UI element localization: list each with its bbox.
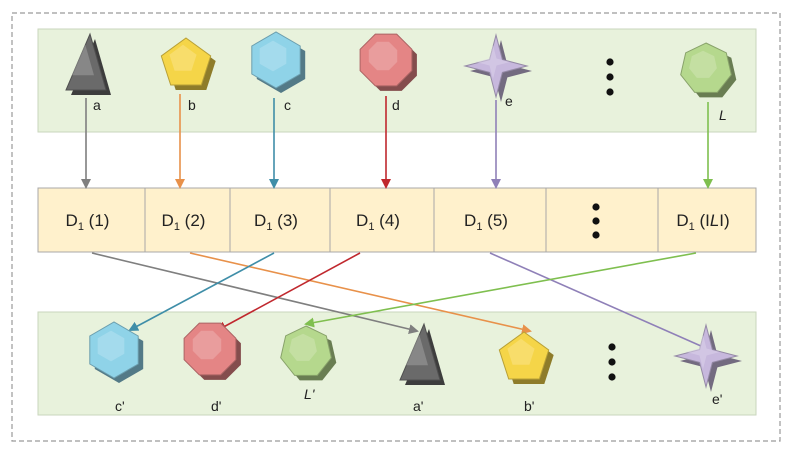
- pentagon-shape-prime-b: [498, 331, 554, 384]
- top-label-d: d: [392, 97, 400, 113]
- array-cell-label: D1 (1): [66, 211, 110, 233]
- cell-prefix: D: [464, 211, 476, 230]
- cell-prefix: D: [66, 211, 78, 230]
- array-cell-label: D1 (ILI): [676, 211, 729, 233]
- heptagon-shape-prime-l: [280, 325, 337, 381]
- array-cell-1: D1 (1): [37, 187, 146, 253]
- array-cell-6: [545, 187, 659, 253]
- cell-arg: (3): [272, 211, 298, 230]
- bottom-label-a: a': [413, 398, 423, 414]
- pentagon-shape-b: [160, 37, 216, 90]
- cell-arg: (5): [482, 211, 508, 230]
- array-cell-label: D1 (5): [464, 211, 508, 233]
- bottom-shapes: c' d' L' a' b' e': [89, 321, 742, 414]
- array-cell-2: D1 (2): [144, 187, 231, 253]
- bottom-label-c: c': [115, 398, 125, 414]
- cell-subscript: 1: [476, 221, 482, 233]
- star4-shape-prime-e: [673, 323, 742, 392]
- bottom-label-e: e': [712, 391, 722, 407]
- array-cell-label: D1 (2): [162, 211, 206, 233]
- array-cell-label: D1 (4): [356, 211, 400, 233]
- top-label-b: b: [188, 97, 196, 113]
- triangle-shape-a: [65, 32, 111, 95]
- cell-subscript: 1: [689, 221, 695, 233]
- cell-arg-pre: (I: [695, 211, 710, 230]
- arrow-L-out: [304, 252, 697, 328]
- bottom-label-d: d': [211, 398, 221, 414]
- bottom-panel: [37, 311, 757, 416]
- outer-dashed-border: [11, 12, 781, 442]
- bottom-label-b: b': [524, 398, 534, 414]
- cell-arg: (4): [374, 211, 400, 230]
- array-cell-3: D1 (3): [229, 187, 331, 253]
- cell-prefix: D: [254, 211, 266, 230]
- cell-arg: (1): [84, 211, 110, 230]
- cell-subscript: 1: [174, 221, 180, 233]
- top-label-c: c: [284, 97, 291, 113]
- arrow-a-out: [91, 252, 419, 334]
- arrow-c-out: [128, 252, 275, 331]
- triangle-shape-prime-a: [399, 322, 445, 385]
- hexagon-shape-c: [251, 31, 306, 93]
- octagon-shape-prime-d: [183, 322, 241, 380]
- cell-prefix: D: [676, 211, 688, 230]
- arrows: [81, 94, 713, 352]
- cell-arg: (2): [180, 211, 206, 230]
- top-label-a: a: [93, 97, 101, 113]
- octagon-shape-d: [359, 33, 417, 91]
- heptagon-shape-l: [680, 42, 737, 98]
- bottom-label-l: L': [304, 386, 316, 402]
- cell-prefix: D: [162, 211, 174, 230]
- array-cell-label: D1 (3): [254, 211, 298, 233]
- star4-shape-e: [463, 33, 532, 102]
- top-label-l: L: [719, 107, 727, 123]
- cell-prefix: D: [356, 211, 368, 230]
- cell-arg-italic: L: [710, 211, 719, 230]
- arrow-d-out: [216, 252, 361, 331]
- array-cell-5: D1 (5): [433, 187, 547, 253]
- cell-subscript: 1: [368, 221, 374, 233]
- bottom-ellipsis: [608, 343, 616, 381]
- array-cell-7: D1 (ILI): [657, 187, 757, 253]
- arrow-e-out: [489, 252, 712, 352]
- cell-arg-post: I): [719, 211, 729, 230]
- array-row: D1 (1)D1 (2)D1 (3)D1 (4)D1 (5)D1 (ILI): [37, 187, 757, 253]
- cell-subscript: 1: [266, 221, 272, 233]
- array-cell-4: D1 (4): [329, 187, 435, 253]
- hexagon-shape-prime-c: [89, 321, 144, 383]
- cell-subscript: 1: [78, 221, 84, 233]
- arrow-b-out: [189, 252, 532, 335]
- top-ellipsis: [606, 58, 614, 96]
- top-label-e: e: [505, 93, 513, 109]
